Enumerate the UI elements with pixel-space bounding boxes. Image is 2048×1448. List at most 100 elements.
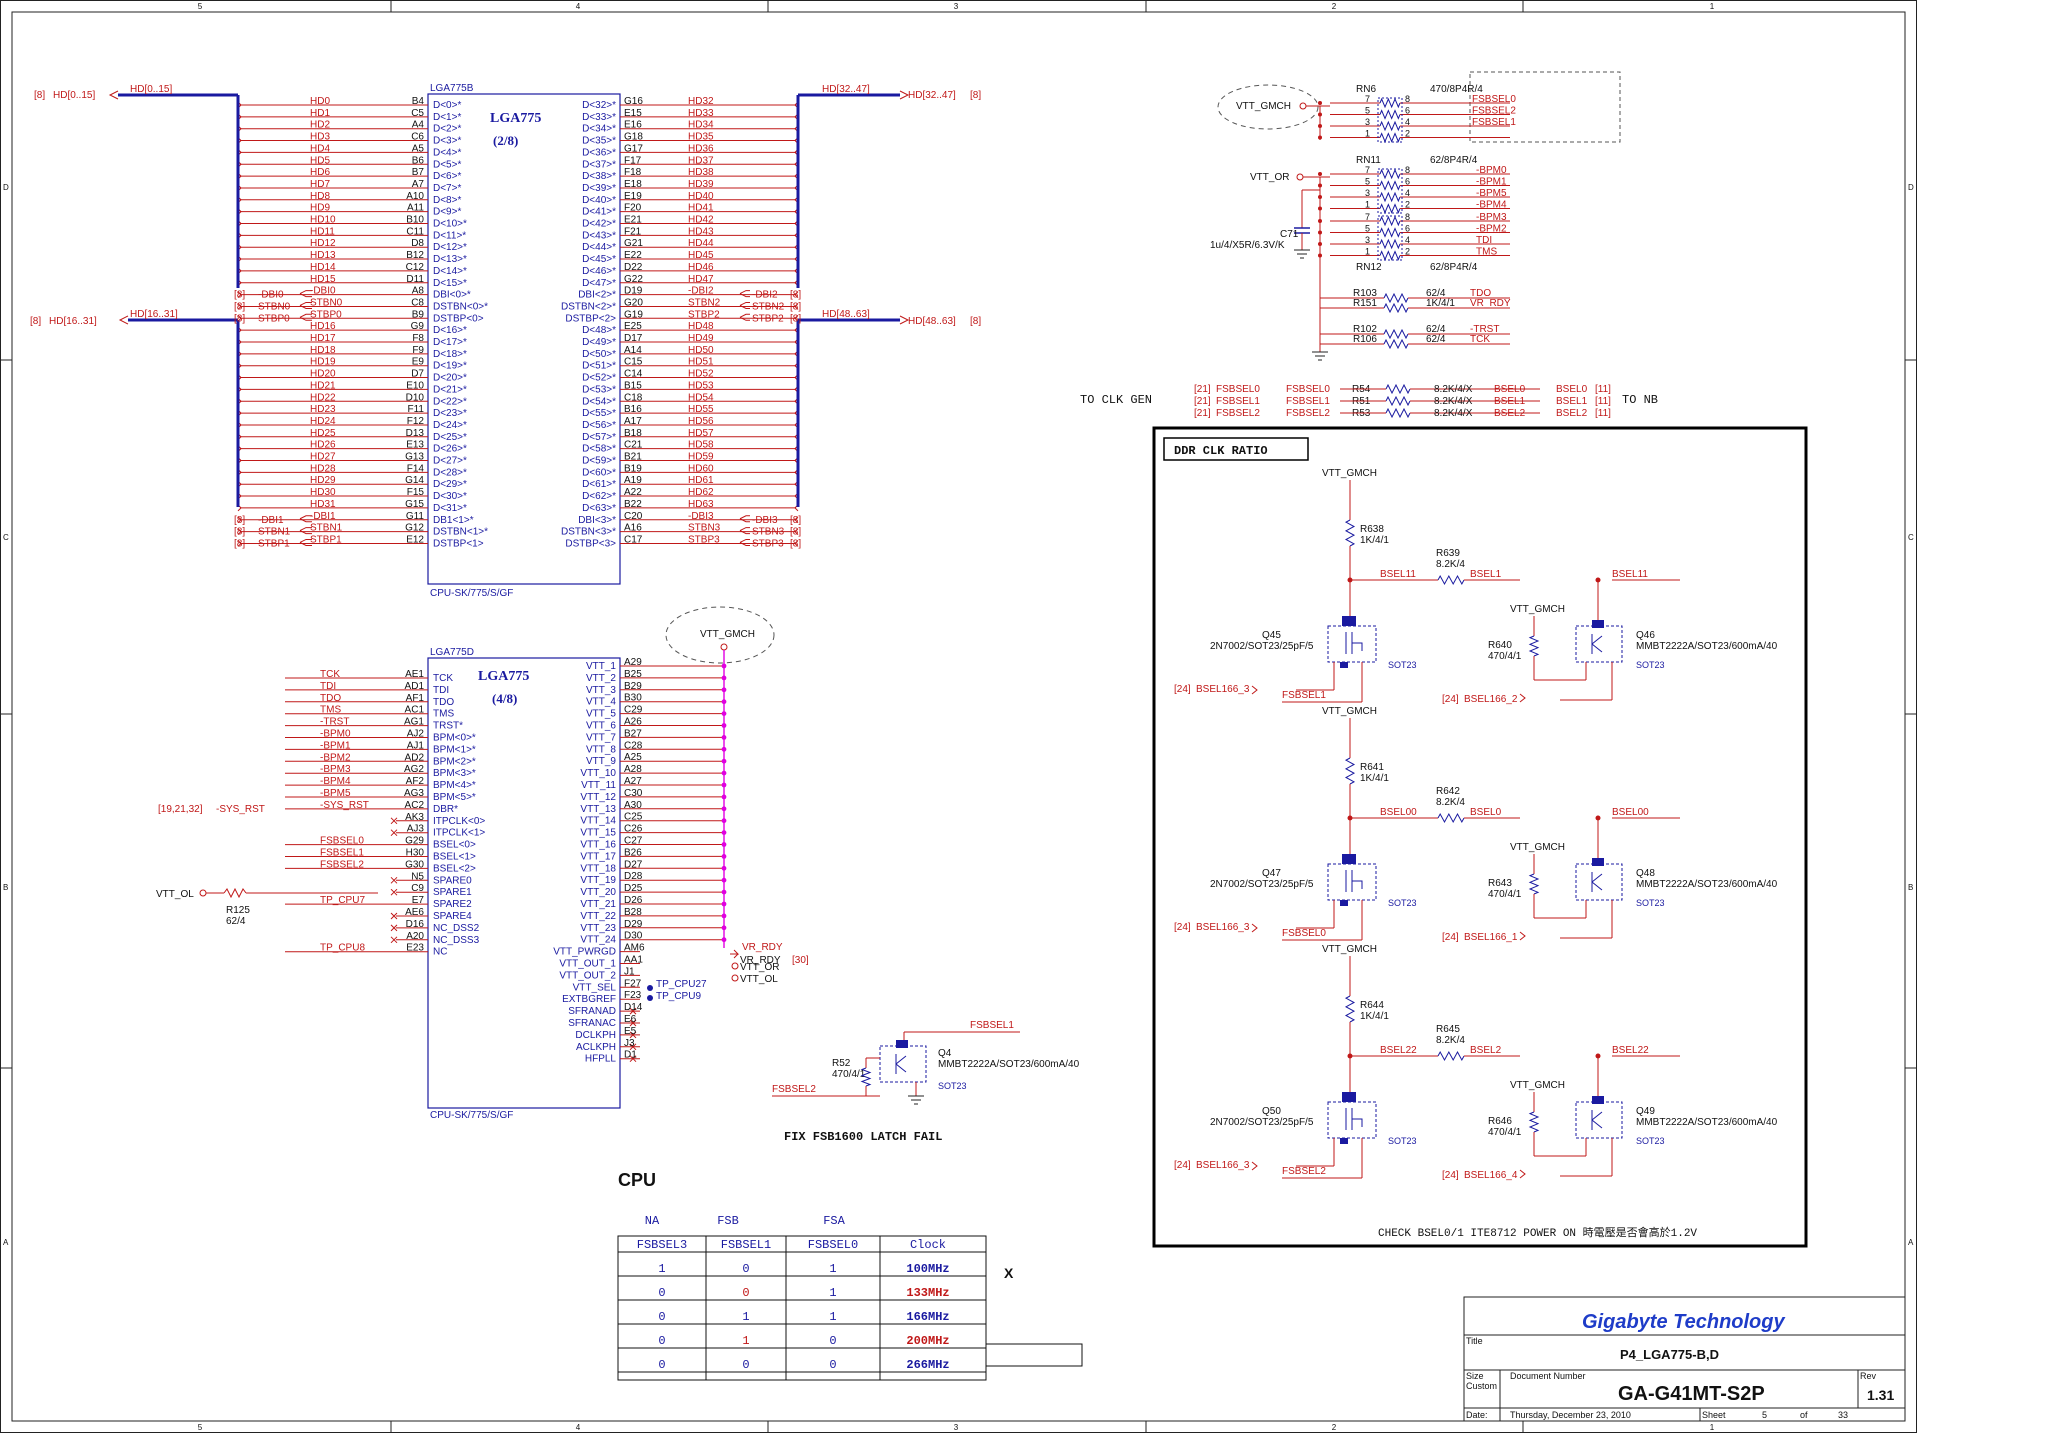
cpu-b-left-signal: D<0>* (433, 100, 461, 111)
cpu-b-left-net: HD24 (310, 416, 336, 427)
bus-hd48-63-label: HD[48..63] (908, 316, 956, 327)
cpu-d-right-signal: VTT_20 (580, 887, 616, 898)
r102-net: -TRST (1470, 324, 1499, 335)
cpu-b-right-signal: D<50>* (582, 349, 616, 360)
cpu-d-right-signal: VTT_6 (586, 721, 616, 732)
cpu-b-left-net: HD12 (310, 238, 336, 249)
clk-row-value: 8.2K/4/X (1434, 396, 1473, 407)
cpu-b-left-net: HD19 (310, 357, 336, 368)
r52-ref: R52 (832, 1058, 851, 1069)
rn6-vtt-label: VTT_GMCH (1236, 101, 1291, 112)
cpu-d-right-signal: VTT_SEL (573, 982, 617, 993)
cpu-b-right-pin: B19 (624, 463, 642, 474)
cpu-b-left-net: -DBI1 (310, 511, 336, 522)
ddr-q2-package: SOT23 (1636, 898, 1665, 908)
rn11-pin-right: 2 (1405, 200, 1410, 210)
cpu-b-right-signal: D<41>* (582, 207, 616, 218)
cpu-d-left-signal: ITPCLK<1> (433, 828, 485, 839)
cpu-b-right-signal: D<34>* (582, 124, 616, 135)
cpu-b-right-signal: D<51>* (582, 361, 616, 372)
cpu-d-right-pin: B26 (624, 847, 642, 858)
cpu-table-title: CPU (618, 1170, 656, 1190)
cpu-b-offsheet-ref-right: [8] (790, 313, 801, 324)
cpu-table-cell: 0 (658, 1286, 665, 1300)
cpu-d-right-pin: F27 (624, 978, 642, 989)
cpu-b-offsheet-ref-left: [8] (234, 290, 245, 301)
cpu-d-left-net: -BPM2 (320, 752, 351, 763)
bus-hd48-63-net: HD[48..63] (822, 309, 870, 320)
cpu-b-right-signal: D<56>* (582, 420, 616, 431)
r103-value: 62/4 (1426, 288, 1446, 299)
cpu-b-right-net: HD45 (688, 250, 714, 261)
cpu-d-right-signal: HFPLL (585, 1054, 617, 1065)
ddr-q-ref: Q47 (1262, 868, 1281, 879)
cpu-b-left-signal: D<16>* (433, 325, 467, 336)
cpu-d-right-signal: VTT_12 (580, 792, 616, 803)
cpu-table-cell: 1 (829, 1262, 836, 1276)
cpu-b-left-net: STBN0 (310, 297, 343, 308)
cpu-b-right-pin: A22 (624, 487, 642, 498)
cpu-d-right-signal: VTT_OUT_2 (559, 970, 616, 981)
cpu-b-offsheet-ref-right: [8] (790, 538, 801, 549)
document-number: GA-G41MT-S2P (1618, 1383, 1765, 1405)
cpu-b-left-pin: A7 (412, 179, 425, 190)
cpu-table-cell: 0 (829, 1334, 836, 1348)
cpu-b-right-pin: E19 (624, 191, 642, 202)
cpu-b-left-signal: DSTBN<0>* (433, 301, 488, 312)
rn12-pin-left: 3 (1365, 235, 1370, 245)
rn6-pin-left: 5 (1365, 106, 1370, 116)
cpu-b-left-pin: A11 (407, 203, 424, 214)
cpu-b-right-signal: D<53>* (582, 384, 616, 395)
clk-row-net-left2: FSBSEL1 (1286, 396, 1330, 407)
data-buses (118, 93, 900, 507)
cpu-b-left-pin: D7 (411, 369, 424, 380)
cpu-d-right-signal: VTT_8 (586, 744, 616, 755)
cpu-table-header: FSBSEL1 (721, 1238, 771, 1252)
cpu-d-right-signal: EXTBGREF (562, 994, 616, 1005)
cpu-b-right-signal: D<60>* (582, 467, 616, 478)
cpu-d-right-signal: VTT_21 (580, 899, 616, 910)
cpu-b-left-net: HD28 (310, 463, 336, 474)
cpu-b-right-net: HD46 (688, 262, 714, 273)
cpu-d-right-pin: C26 (624, 824, 643, 835)
cpu-b-left-signal: DB1<1>* (433, 515, 474, 526)
frame-row-label: D (3, 183, 9, 192)
cpu-b-left-net: HD1 (310, 108, 330, 119)
ddr-title: DDR CLK RATIO (1174, 444, 1268, 458)
cpu-b-right-pin: E16 (624, 120, 642, 131)
cpu-b-left-net: HD4 (310, 143, 330, 154)
cpu-b-right-signal: D<39>* (582, 183, 616, 194)
cpu-b-left-pin: D10 (406, 392, 425, 403)
cpu-b-right-net: HD57 (688, 428, 714, 439)
rn6-pin-right: 8 (1405, 94, 1410, 104)
cpu-d-right-pin: D1 (624, 1050, 637, 1061)
cpu-b-left-signal: D<13>* (433, 254, 467, 265)
vtt-or-label: VTT_OR (740, 962, 779, 973)
cpu-b-left-pin: A10 (406, 191, 424, 202)
cpu-d-right-signal: VTT_24 (580, 935, 616, 946)
ddr-q-package: SOT23 (1388, 660, 1417, 670)
cpu-d-right-pin: D14 (624, 1002, 643, 1013)
cpu-b-right-signal: D<46>* (582, 266, 616, 277)
cpu-b-right-signal: D<59>* (582, 456, 616, 467)
cpu-b-right-pin: D17 (624, 333, 643, 344)
cpu-b-right-pin: E21 (624, 215, 642, 226)
ddr-gate-net: BSEL166_3 (1196, 922, 1250, 933)
ddr-net-c: BSEL00 (1612, 807, 1649, 818)
cpu-b-left-pin: D11 (406, 274, 424, 285)
cpu-b-right-net: HD37 (688, 155, 714, 166)
cpu-d-right-signal: DCLKPH (575, 1030, 616, 1041)
rn6-net: FSBSEL1 (1472, 117, 1516, 128)
cpu-b-right-pin: G22 (624, 274, 643, 285)
clk-row-ref-left: [21] (1194, 384, 1211, 395)
ddr-net-b: BSEL1 (1470, 569, 1502, 580)
to-nb-label: TO NB (1622, 393, 1658, 407)
rn11-net: -BPM5 (1476, 188, 1507, 199)
cpu-d-right-pin: C27 (624, 836, 643, 847)
cpu-b-left-net: HD5 (310, 155, 330, 166)
cpu-b-left-signal: D<1>* (433, 112, 461, 123)
rn6-pin-right: 6 (1405, 106, 1410, 116)
rn6-pin-left: 1 (1365, 129, 1370, 139)
cpu-b-left-pin: G9 (411, 321, 425, 332)
cpu-b-offsheet-ref-right: [8] (790, 527, 801, 538)
